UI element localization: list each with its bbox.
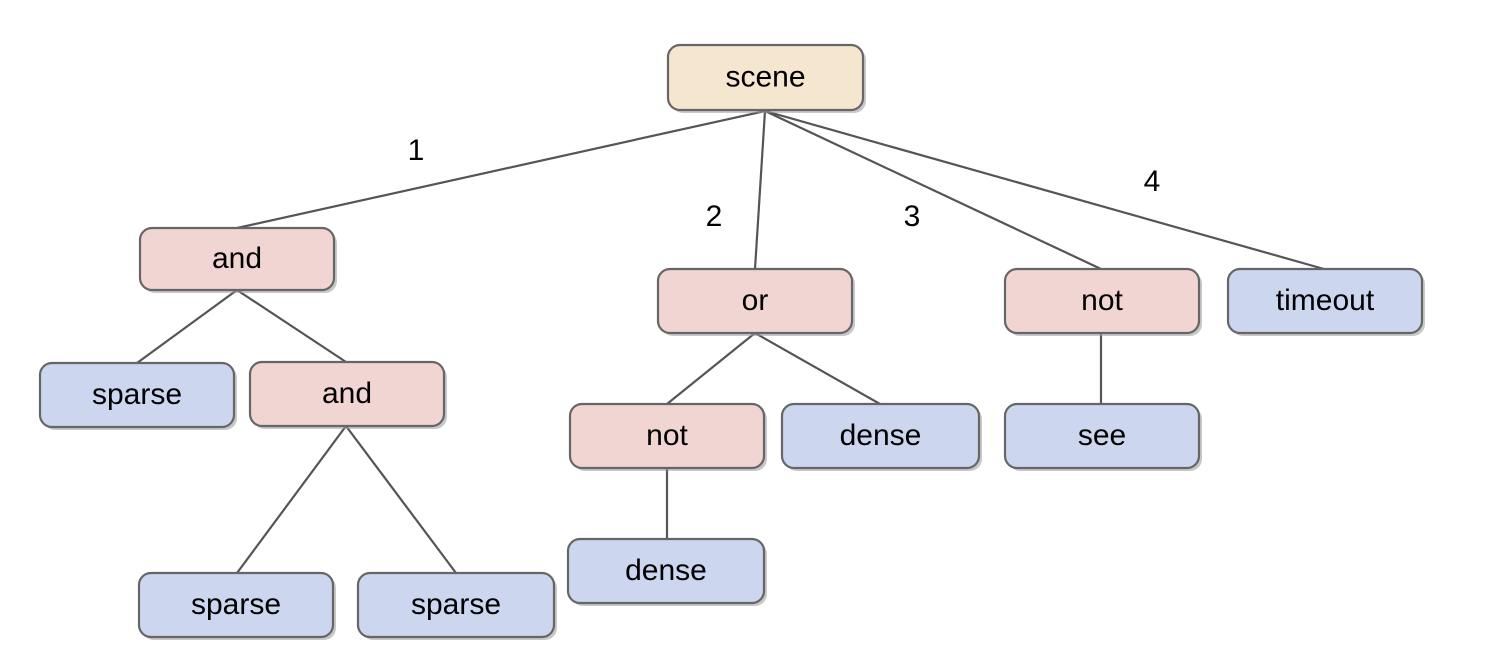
tree-edge (763, 109, 1103, 271)
edge-labels-layer: 1 2 3 4 (408, 134, 1161, 233)
node-label: not (1081, 284, 1123, 317)
tree-node-sparse[interactable]: sparse (137, 571, 336, 640)
node-label: not (646, 419, 688, 452)
node-box[interactable] (38, 361, 236, 429)
node-label: sparse (92, 378, 182, 411)
tree-edge (135, 288, 239, 365)
edge-label-4: 4 (1144, 165, 1161, 198)
tree-node-not[interactable]: not (568, 402, 767, 471)
tree-node-and[interactable]: and (248, 360, 447, 429)
nodes-layer: scene and or not timeout sparse and not dense see… (38, 43, 1425, 640)
tree-edge (235, 424, 348, 575)
node-label: timeout (1276, 284, 1375, 317)
node-label: sparse (191, 588, 281, 621)
edges-layer (135, 109, 1326, 575)
tree-edge (235, 109, 767, 230)
node-box[interactable] (356, 571, 556, 639)
edge-label-1: 1 (408, 134, 425, 167)
tree-node-dense[interactable]: dense (780, 402, 982, 471)
node-label: dense (625, 554, 707, 587)
node-label: scene (725, 60, 805, 93)
node-label: and (322, 377, 372, 410)
tree-node-sparse[interactable]: sparse (356, 571, 557, 640)
node-box[interactable] (568, 402, 766, 470)
node-label: see (1078, 419, 1126, 452)
node-box[interactable] (137, 571, 335, 639)
node-label: sparse (411, 588, 501, 621)
node-box[interactable] (780, 402, 981, 470)
tree-edge (665, 331, 757, 406)
edge-label-2: 2 (706, 200, 723, 233)
tree-edge (753, 109, 767, 271)
tree-node-see[interactable]: see (1003, 402, 1202, 471)
tree-edge (763, 109, 1326, 271)
node-label: and (212, 242, 262, 275)
tree-node-not[interactable]: not (1003, 267, 1202, 336)
node-box[interactable] (1003, 267, 1201, 335)
node-box[interactable] (566, 537, 766, 605)
node-box[interactable] (248, 360, 446, 428)
node-box[interactable] (138, 226, 336, 292)
tree-node-and[interactable]: and (138, 226, 337, 293)
node-box[interactable] (666, 43, 865, 112)
tree-edge (344, 424, 458, 575)
tree-node-or[interactable]: or (656, 267, 855, 336)
node-box[interactable] (656, 267, 854, 335)
tree-node-timeout[interactable]: timeout (1226, 267, 1425, 336)
tree-node-scene[interactable]: scene (666, 43, 866, 113)
tree-node-dense[interactable]: dense (566, 537, 767, 606)
node-box[interactable] (1003, 402, 1201, 470)
tree-edge (235, 288, 348, 364)
tree-node-sparse[interactable]: sparse (38, 361, 237, 430)
tree-edge (753, 331, 882, 406)
node-box[interactable] (1226, 267, 1424, 335)
node-label: or (742, 284, 769, 317)
edge-label-3: 3 (904, 200, 921, 233)
node-label: dense (840, 419, 922, 452)
